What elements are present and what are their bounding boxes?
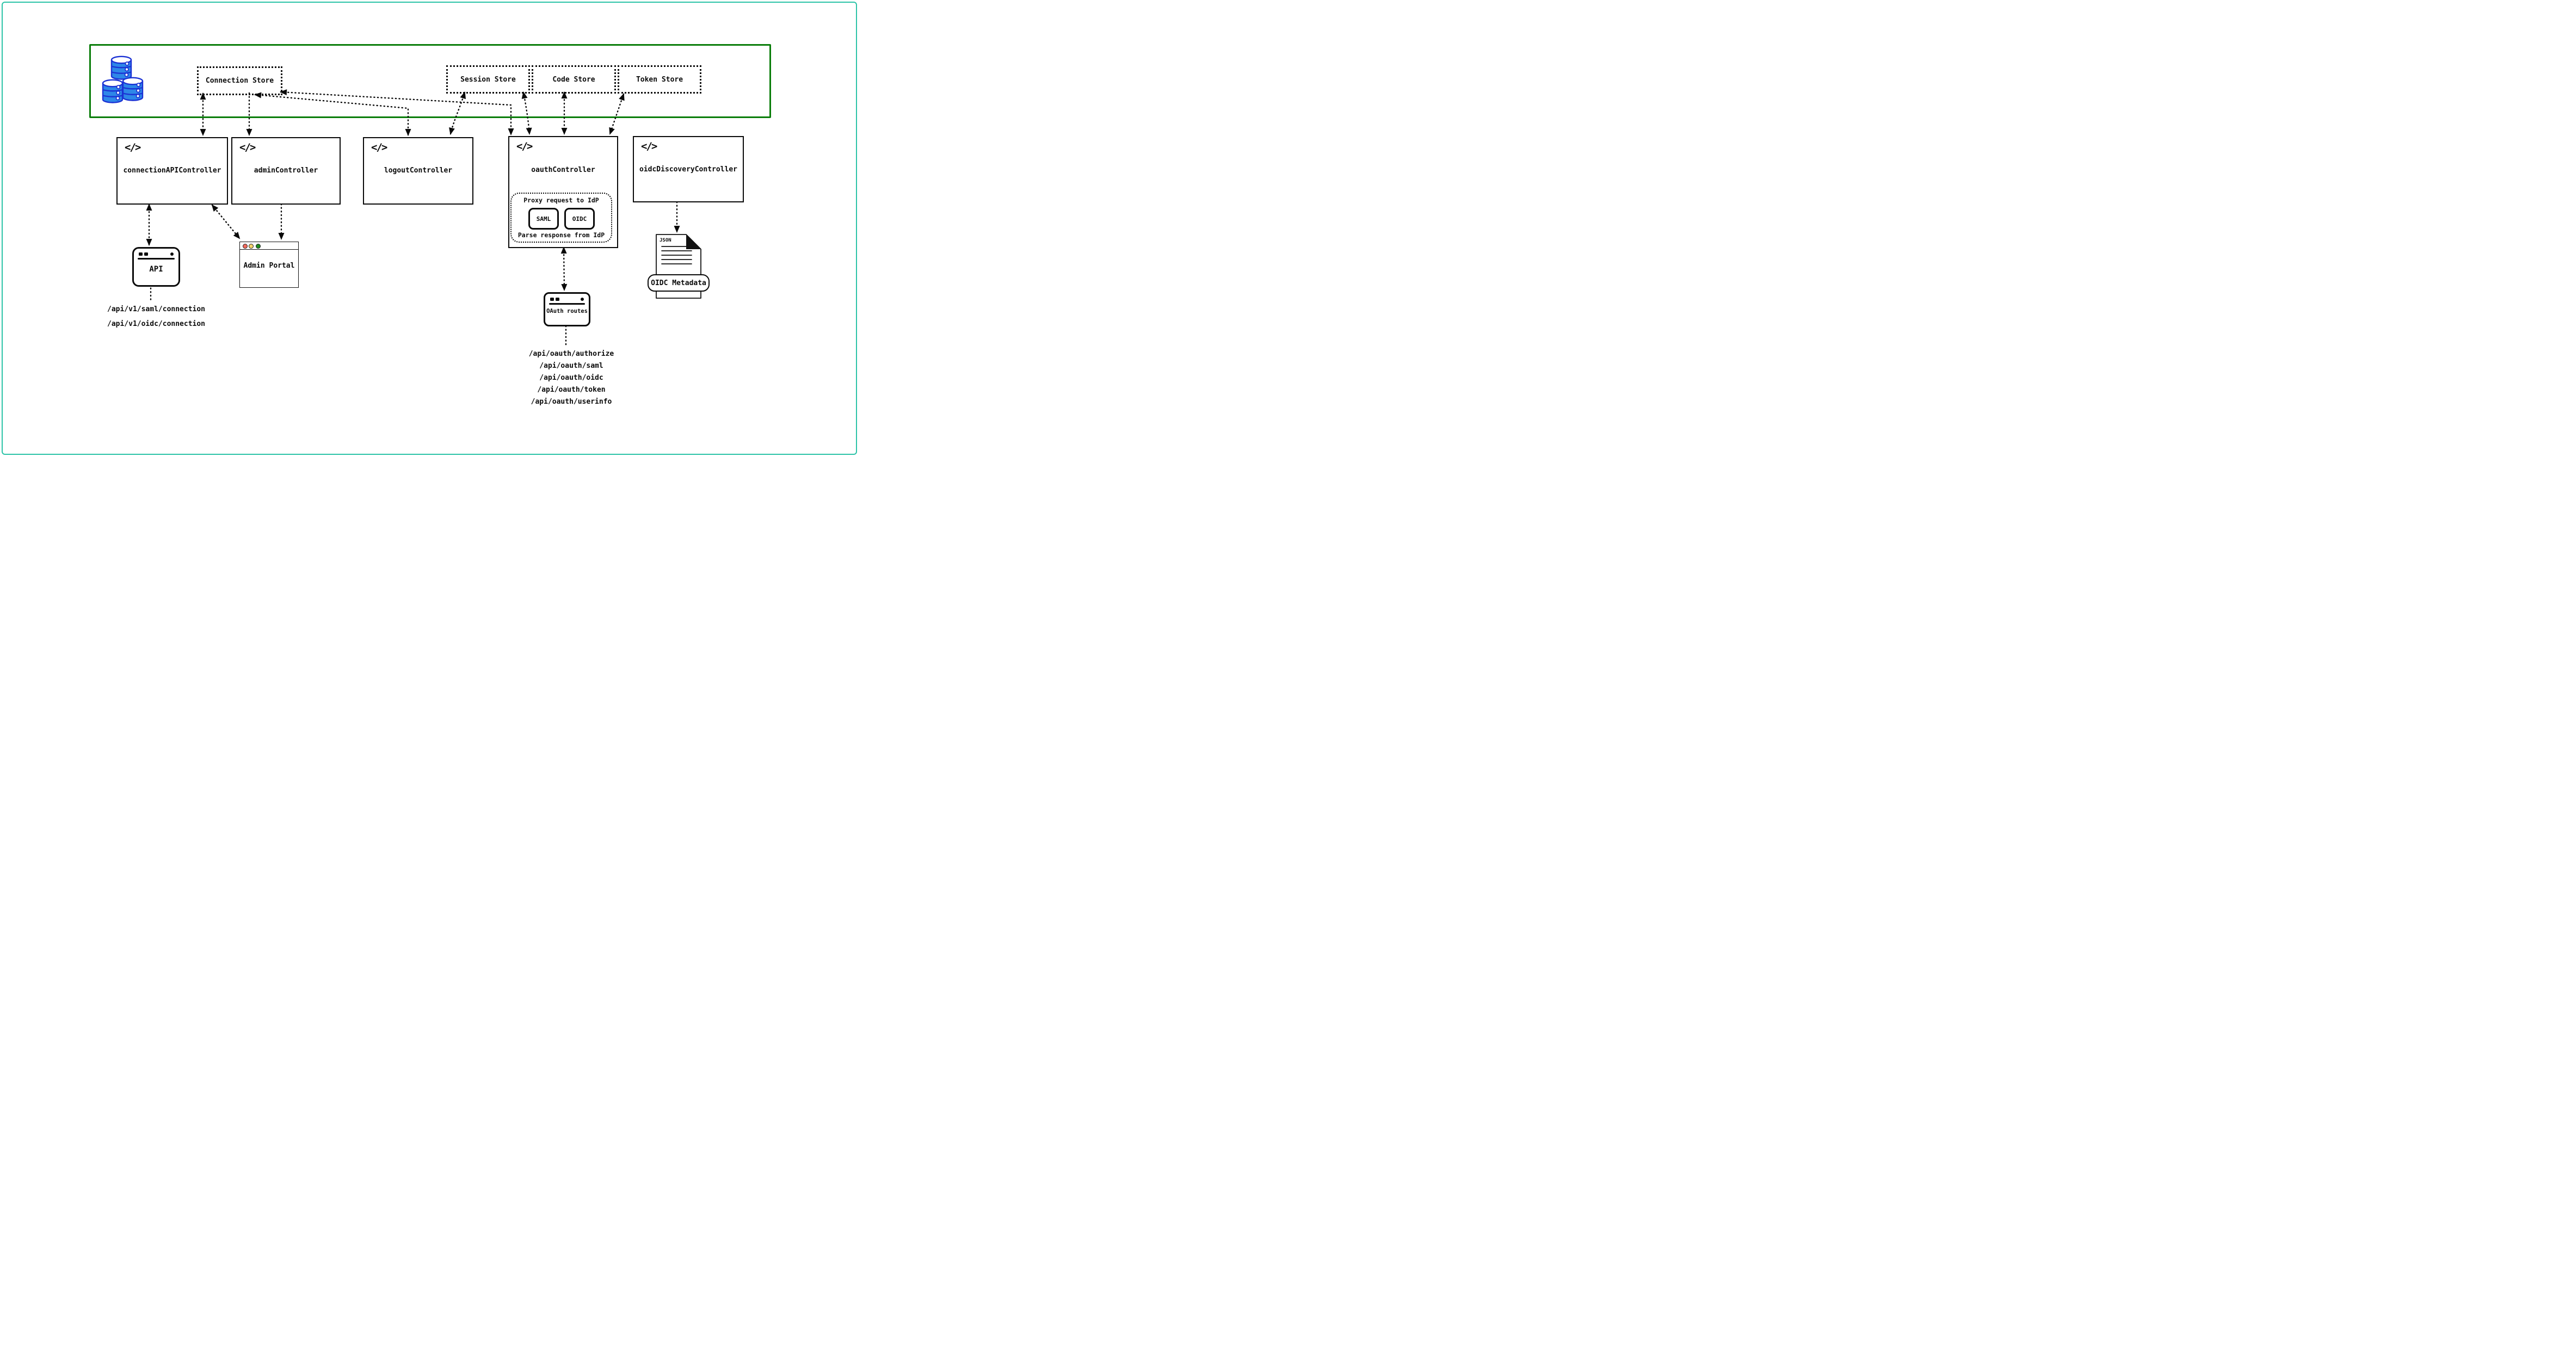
code-icon: </> bbox=[125, 141, 141, 153]
api-window-icon: API bbox=[132, 247, 180, 287]
oidc-protocol-box: OIDC bbox=[564, 208, 595, 230]
arrow-connection-store-logout-controller bbox=[254, 92, 411, 136]
saml-label: SAML bbox=[536, 215, 551, 223]
window-dot-icon bbox=[170, 252, 174, 256]
idp-proxy-panel: Proxy request to IdP SAML OIDC Parse res… bbox=[510, 193, 612, 243]
controller-logout: </> logoutController bbox=[363, 137, 473, 205]
window-toolbar-icon bbox=[549, 303, 585, 305]
store-token: Token Store bbox=[618, 65, 701, 94]
route-label: /api/oauth/saml bbox=[539, 362, 603, 370]
admin-portal-label: Admin Portal bbox=[243, 262, 295, 270]
controller-admin: </> adminController bbox=[231, 137, 341, 205]
controller-oidc-discovery: </> oidcDiscoveryController bbox=[633, 136, 744, 202]
window-titlebar bbox=[240, 242, 298, 250]
store-session-label: Session Store bbox=[460, 75, 516, 84]
store-session: Session Store bbox=[446, 65, 530, 94]
arrow-connection-store-oauth-controller bbox=[280, 89, 514, 135]
route-label: /api/oauth/token bbox=[537, 386, 606, 394]
oauth-routes-label: OAuth routes bbox=[546, 308, 588, 314]
store-token-label: Token Store bbox=[636, 75, 683, 84]
route-label: /api/oauth/authorize bbox=[528, 350, 614, 358]
controller-oidc-discovery-label: oidcDiscoveryController bbox=[639, 165, 737, 174]
oauth-routes-window-icon: OAuth routes bbox=[544, 292, 590, 326]
code-icon: </> bbox=[239, 141, 256, 153]
route-label: /api/v1/oidc/connection bbox=[107, 320, 206, 328]
oidc-metadata-label: OIDC Metadata bbox=[651, 279, 706, 287]
store-code-label: Code Store bbox=[552, 75, 595, 84]
database-icon bbox=[102, 55, 144, 103]
architecture-diagram: JSON Connection Store Session Store Code… bbox=[0, 0, 859, 456]
window-button-icon bbox=[144, 252, 148, 256]
code-icon: </> bbox=[641, 140, 657, 152]
window-dot-icon bbox=[581, 298, 584, 301]
oidc-label: OIDC bbox=[572, 215, 587, 223]
connector-layer: JSON bbox=[102, 55, 701, 348]
arrow-session-store-oauth-controller bbox=[521, 91, 532, 135]
traffic-light-green-icon bbox=[256, 244, 261, 249]
window-button-icon bbox=[550, 298, 554, 301]
traffic-light-red-icon bbox=[243, 244, 248, 249]
window-button-icon bbox=[139, 252, 143, 256]
idp-proxy-title: Proxy request to IdP bbox=[523, 196, 599, 204]
route-label: /api/oauth/userinfo bbox=[531, 398, 612, 406]
controller-admin-label: adminController bbox=[254, 166, 318, 175]
api-label: API bbox=[149, 265, 163, 274]
saml-protocol-box: SAML bbox=[528, 208, 559, 230]
code-icon: </> bbox=[371, 141, 387, 153]
code-icon: </> bbox=[516, 140, 533, 152]
folded-corner-icon bbox=[686, 234, 701, 249]
admin-portal-window: Admin Portal bbox=[239, 242, 299, 288]
controller-logout-label: logoutController bbox=[384, 166, 453, 175]
outer-frame bbox=[2, 2, 857, 455]
arrow-token-store-oauth-controller bbox=[609, 93, 625, 135]
idp-parse-title: Parse response from IdP bbox=[517, 231, 605, 239]
json-file-type-label: JSON bbox=[660, 238, 671, 243]
route-label: /api/oauth/oidc bbox=[539, 374, 603, 382]
traffic-light-yellow-icon bbox=[249, 244, 254, 249]
arrow-connection-api-admin-portal bbox=[211, 204, 241, 239]
arrow-session-store-logout-controller bbox=[449, 91, 466, 135]
controller-connection-api-label: connectionAPIController bbox=[123, 166, 221, 175]
store-connection: Connection Store bbox=[197, 66, 282, 95]
controller-oauth-label: oauthController bbox=[531, 166, 595, 174]
window-toolbar-icon bbox=[138, 258, 175, 260]
controller-connection-api: </> connectionAPIController bbox=[116, 137, 228, 205]
oidc-metadata-badge: OIDC Metadata bbox=[648, 274, 710, 292]
store-connection-label: Connection Store bbox=[205, 77, 274, 85]
route-label: /api/v1/saml/connection bbox=[107, 305, 206, 313]
window-button-icon bbox=[556, 298, 559, 301]
store-code: Code Store bbox=[532, 65, 616, 94]
